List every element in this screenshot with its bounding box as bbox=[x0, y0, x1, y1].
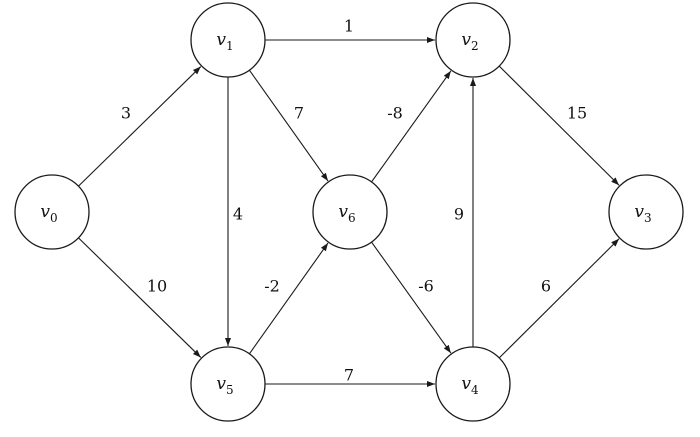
edges bbox=[78, 36, 620, 388]
node-label-subscript: 4 bbox=[471, 383, 479, 397]
node-label-subscript: 2 bbox=[471, 39, 479, 53]
node-label-subscript: 0 bbox=[50, 211, 58, 225]
node-circle-v6 bbox=[312, 174, 388, 250]
edge-weight-v5-v6: -2 bbox=[264, 277, 280, 296]
node-circle-v4 bbox=[435, 346, 511, 422]
node-label-v1: v1 bbox=[216, 30, 233, 53]
node-label-base: v bbox=[461, 30, 471, 50]
edge-weight-v1-v2: 1 bbox=[344, 17, 354, 36]
node-circle-v0 bbox=[14, 174, 90, 250]
node-v0: v0 bbox=[14, 174, 90, 250]
node-v4: v4 bbox=[435, 346, 511, 422]
edge-v4-v3 bbox=[498, 238, 620, 359]
edge-v0-v1 bbox=[78, 66, 202, 187]
node-label-subscript: 6 bbox=[348, 211, 356, 225]
edge-weight-v5-v4: 7 bbox=[344, 366, 354, 385]
node-circle-v1 bbox=[190, 2, 266, 78]
edge-weight-v4-v3: 6 bbox=[541, 277, 551, 296]
edge-v0-v5 bbox=[78, 237, 202, 358]
node-v6: v6 bbox=[312, 174, 388, 250]
node-label-base: v bbox=[461, 374, 471, 394]
node-label-subscript: 5 bbox=[226, 383, 234, 397]
node-label-v0: v0 bbox=[40, 202, 57, 225]
edge-v6-v2 bbox=[371, 70, 452, 183]
edge-v2-v3 bbox=[498, 65, 620, 186]
edge-weight-v1-v5: 4 bbox=[233, 205, 243, 224]
node-label-v5: v5 bbox=[216, 374, 233, 397]
edge-weight-v2-v3: 15 bbox=[567, 104, 587, 123]
node-label-v2: v2 bbox=[461, 30, 478, 53]
node-v5: v5 bbox=[190, 346, 266, 422]
node-label-base: v bbox=[216, 374, 226, 394]
edge-weight-v0-v1: 3 bbox=[121, 104, 131, 123]
node-label-subscript: 3 bbox=[644, 211, 652, 225]
node-label-v6: v6 bbox=[338, 202, 355, 225]
edge-v6-v4 bbox=[371, 241, 452, 354]
node-label-base: v bbox=[338, 202, 348, 222]
node-label-base: v bbox=[634, 202, 644, 222]
edge-weight-v6-v4: -6 bbox=[418, 277, 434, 296]
node-label-v4: v4 bbox=[461, 374, 479, 397]
node-circle-v3 bbox=[608, 174, 684, 250]
node-v2: v2 bbox=[435, 2, 511, 78]
node-label-v3: v3 bbox=[634, 202, 651, 225]
edge-v5-v6 bbox=[248, 242, 329, 355]
edge-weight-v4-v2: 9 bbox=[454, 205, 464, 224]
node-v1: v1 bbox=[190, 2, 266, 78]
node-label-base: v bbox=[216, 30, 226, 50]
edge-v1-v6 bbox=[248, 69, 329, 182]
node-circle-v2 bbox=[435, 2, 511, 78]
edge-weight-v0-v5: 10 bbox=[147, 277, 167, 296]
node-label-base: v bbox=[40, 202, 50, 222]
edge-weight-v1-v6: 7 bbox=[294, 104, 304, 123]
node-circle-v5 bbox=[190, 346, 266, 422]
node-v3: v3 bbox=[608, 174, 684, 250]
node-label-subscript: 1 bbox=[226, 39, 234, 53]
edge-weight-v6-v2: -8 bbox=[387, 104, 403, 123]
